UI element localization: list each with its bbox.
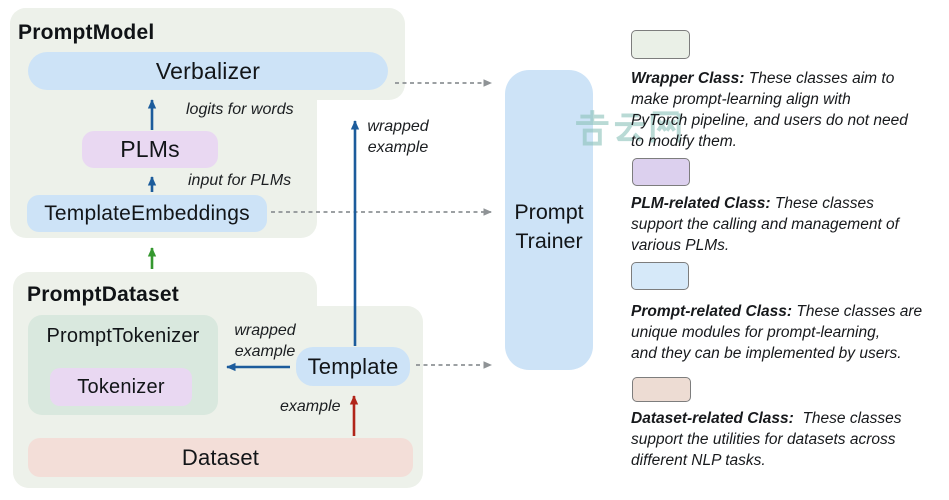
legend-line: Prompt-related Class: These classes are — [631, 301, 931, 322]
legend-line: different NLP tasks. — [631, 452, 766, 469]
prompt-trainer-label: Prompt Trainer — [514, 200, 584, 253]
prompt-tokenizer-label: PromptTokenizer — [46, 325, 200, 347]
logits-for-words-label: logits for words — [186, 101, 294, 118]
legend-item-text: These classes are — [792, 303, 923, 320]
legend-swatch-plm-class — [632, 158, 690, 186]
legend-line: Wrapper Class: These classes aim to — [631, 68, 931, 89]
prompt-model-title: PromptModel — [18, 21, 155, 44]
legend-item-label: Wrapper Class: — [631, 70, 745, 87]
plms-box: PLMs — [82, 131, 218, 168]
legend-line: PLM-related Class: These classes — [631, 193, 931, 214]
plms-label: PLMs — [120, 136, 180, 162]
legend-item-text: These classes — [770, 195, 874, 212]
legend-line: make prompt-learning align with — [631, 91, 851, 108]
legend-line: various PLMs. — [631, 237, 730, 254]
tokenizer-box: Tokenizer — [50, 368, 192, 406]
template-embeddings-label: TemplateEmbeddings — [44, 201, 250, 225]
legend-swatch-wrapper-class — [631, 30, 690, 59]
legend-item-plm-class: PLM-related Class: These classes support… — [631, 193, 931, 256]
template-box: Template — [296, 347, 410, 386]
legend-line: to modify them. — [631, 133, 737, 150]
prompt-dataset-title: PromptDataset — [27, 283, 179, 306]
legend-line: and they can be implemented by users. — [631, 345, 902, 362]
legend-item-label: PLM-related Class: — [631, 195, 771, 212]
legend-item-dataset-class: Dataset-related Class: These classes sup… — [631, 408, 931, 471]
tokenizer-label: Tokenizer — [77, 375, 165, 398]
legend-line: PyTorch pipeline, and users do not need — [631, 112, 908, 129]
legend-item-label: Prompt-related Class: — [631, 303, 793, 320]
legend-item-text: These classes aim to — [744, 70, 895, 87]
legend-line: support the calling and management of — [631, 216, 899, 233]
template-embeddings-box: TemplateEmbeddings — [27, 195, 267, 232]
input-for-plms-label: input for PLMs — [188, 172, 292, 189]
wrapped-example-label-top: wrapped example — [367, 118, 429, 156]
legend-swatch-prompt-class — [631, 262, 689, 290]
template-label: Template — [307, 353, 399, 379]
legend-item-prompt-class: Prompt-related Class: These classes are … — [631, 301, 931, 364]
legend-item-text: These classes — [793, 410, 902, 427]
legend-line: unique modules for prompt-learning, — [631, 324, 880, 341]
dataset-label: Dataset — [181, 444, 260, 470]
wrapped-example-label-left: wrapped example — [234, 322, 296, 360]
example-label: example — [280, 398, 341, 415]
verbalizer-label: Verbalizer — [155, 57, 261, 84]
legend-line: support the utilities for datasets acros… — [631, 431, 896, 448]
legend-item-label: Dataset-related Class: — [631, 410, 794, 427]
legend-line: Dataset-related Class: These classes — [631, 408, 931, 429]
dataset-box: Dataset — [28, 438, 413, 477]
verbalizer-box: Verbalizer — [28, 52, 388, 90]
legend-item-wrapper-class: Wrapper Class: These classes aim to make… — [631, 68, 931, 152]
legend-swatch-dataset-class — [632, 377, 691, 402]
